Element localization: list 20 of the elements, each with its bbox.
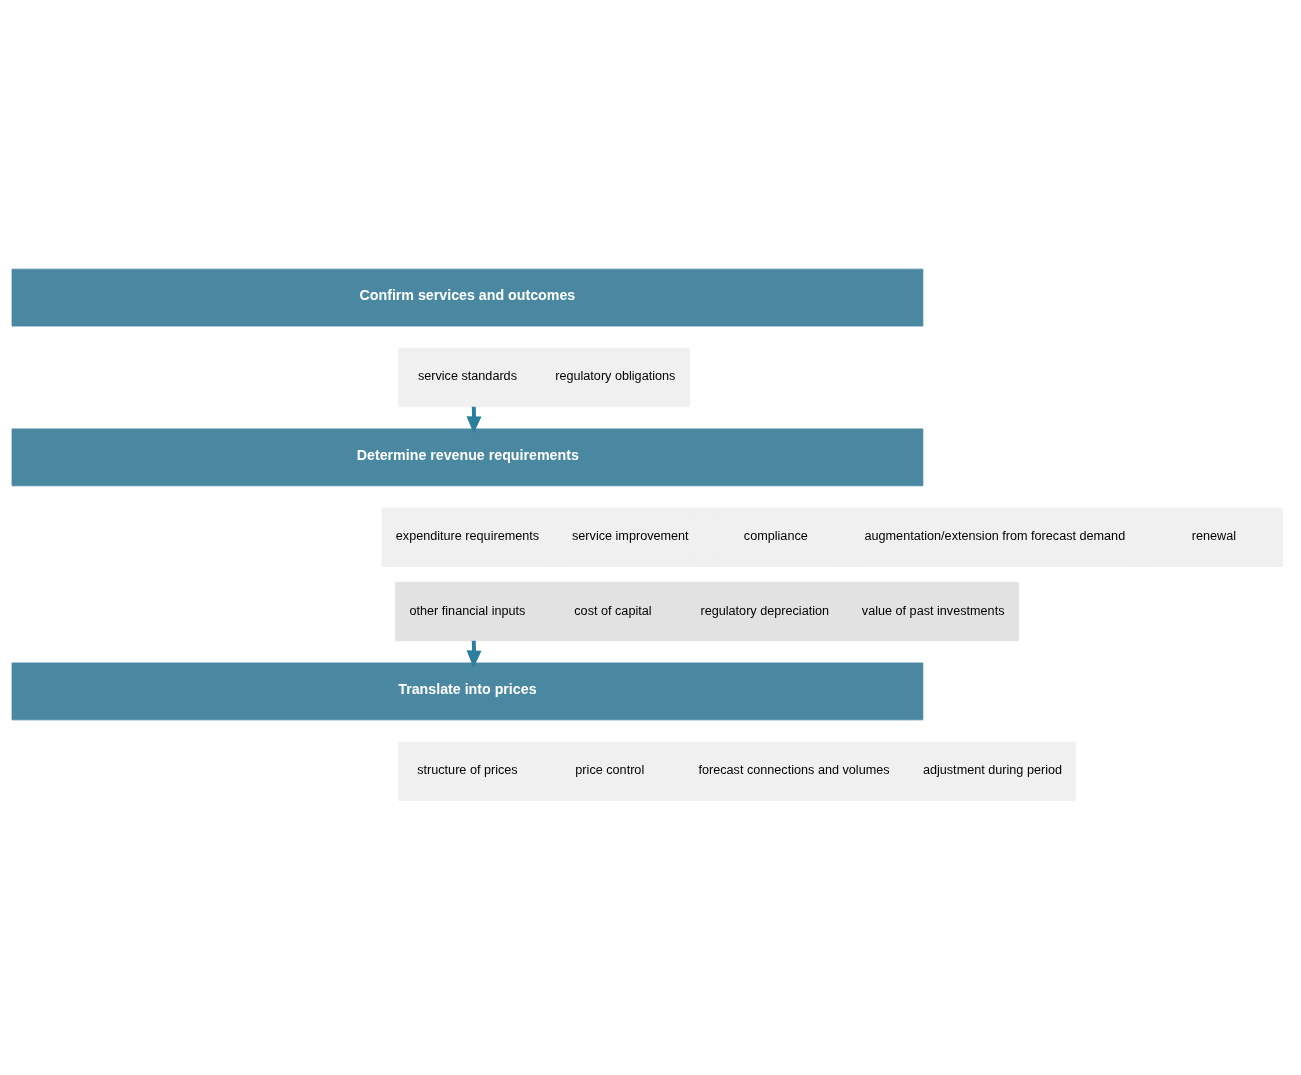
cluster [398,347,691,407]
node-text: price control [575,762,645,777]
node-text: expenditure requirements [395,528,540,543]
node-box: Confirm services and outcomes [11,268,924,326]
node-text: adjustment during period [922,762,1063,777]
node-text: forecast connections and volumes [698,762,890,777]
node-text: service improvement [572,528,689,543]
node-text: compliance [743,528,808,543]
node-text: other financial inputs [409,603,526,618]
node-text: renewal [1191,528,1237,543]
node-text: value of past investments [861,603,1005,618]
cluster [395,581,1019,641]
node-text: structure of prices [417,762,518,777]
node-box: Translate into prices [11,662,924,720]
node-text: regulatory obligations [555,368,676,383]
node-text: service standards [417,368,517,383]
node-box: Determine revenue requirements [11,428,924,486]
node-text: cost of capital [574,603,652,618]
node-text: augmentation/extension from forecast demand [864,528,1126,543]
node-text: regulatory depreciation [700,603,830,618]
